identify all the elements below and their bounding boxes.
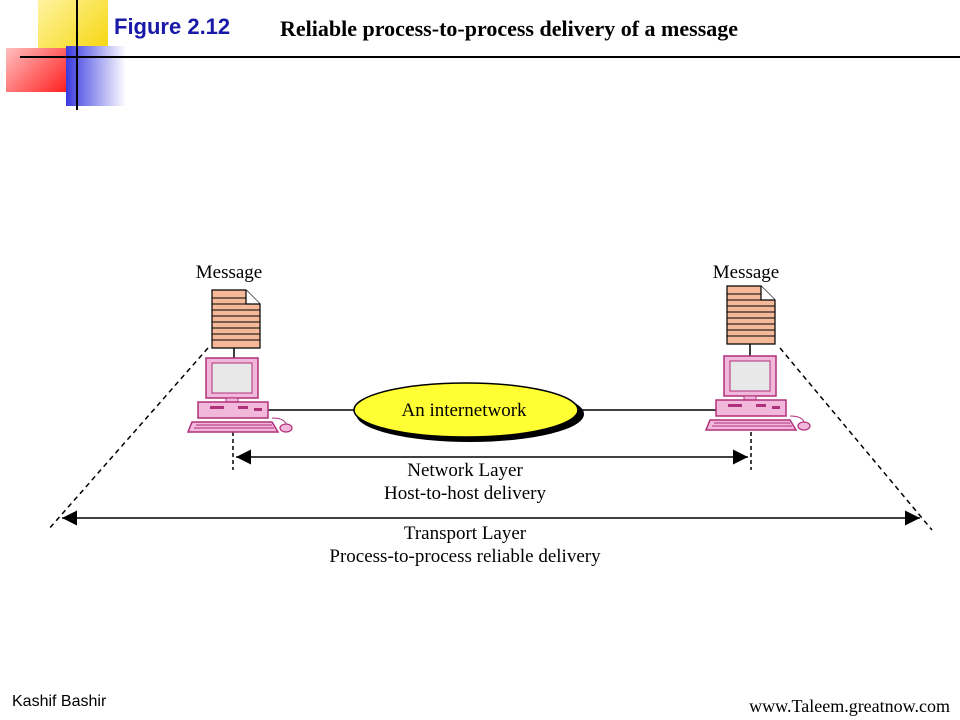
transport-right-dashed-line — [779, 347, 933, 531]
left-message-document-icon — [211, 289, 261, 349]
decor-vertical-line — [76, 0, 78, 110]
network-layer-description: Host-to-host delivery — [384, 483, 547, 504]
left-computer-icon — [186, 357, 293, 433]
left-message-label: Message — [196, 262, 262, 283]
network-layer-title: Network Layer — [407, 460, 523, 481]
figure-label: Figure 2.12 — [114, 14, 231, 39]
transport-left-dashed-line — [47, 347, 209, 531]
transport-layer-title: Transport Layer — [404, 523, 527, 544]
right-message-label: Message — [713, 262, 779, 283]
decor-horizontal-line — [20, 56, 960, 58]
author-footer: Kashif Bashir — [12, 693, 107, 710]
website-footer: www.Taleem.greatnow.com — [749, 696, 950, 716]
decor-red-square — [6, 48, 66, 92]
right-computer-icon — [704, 355, 811, 431]
right-message-document-icon — [726, 285, 776, 345]
figure-caption: Reliable process-to-process delivery of … — [280, 16, 739, 41]
transport-layer-description: Process-to-process reliable delivery — [329, 546, 601, 567]
internetwork-label: An internetwork — [401, 400, 527, 421]
internetwork-cloud — [353, 382, 579, 438]
